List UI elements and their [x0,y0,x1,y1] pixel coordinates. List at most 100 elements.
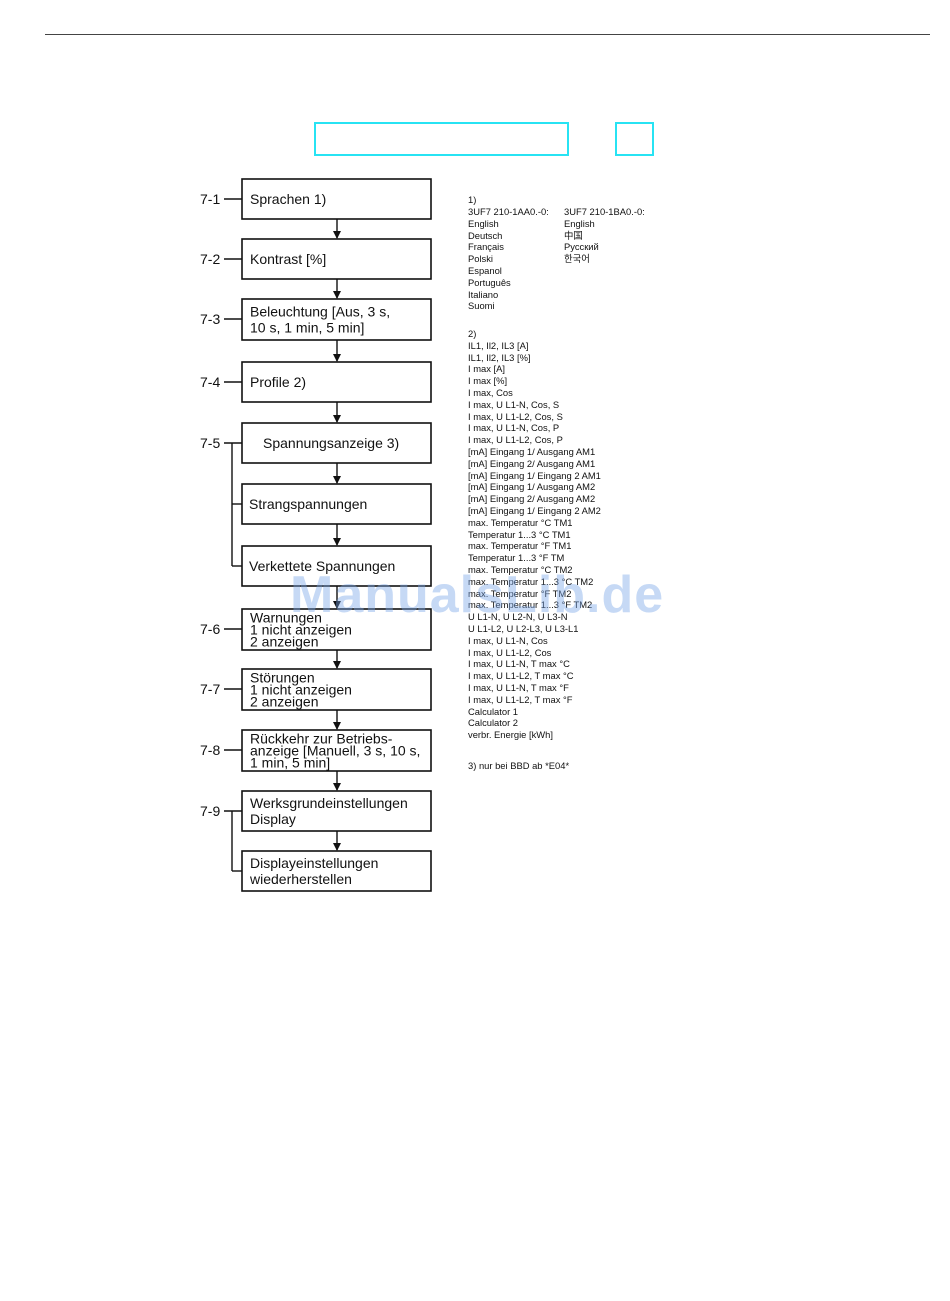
footnote-3-text: 3) nur bei BBD ab *E04* [468,760,570,771]
menu-step-text: Verkettete Spannungen [249,558,395,574]
menu-step-text: 2 anzeigen [250,634,319,650]
menu-step-box [241,298,432,341]
menu-step-text: Kontrast [%] [250,251,326,267]
language-item: 中国 [564,229,583,241]
profile-item: max. Temperatur °C TM2 [468,563,573,575]
menu-step-7: Verkettete Spannungen [241,545,432,587]
language-item: English [468,217,499,229]
language-item: Italiano [468,288,499,300]
menu-step-box [241,668,432,711]
menu-step-text: Spannungsanzeige 3) [263,435,399,451]
language-list-header: 3UF7 210-1BA0.-0: [564,206,645,217]
language-item: Русский [564,241,599,253]
menu-step-text: Rückkehr zur Betriebs- [250,730,393,746]
menu-step-text: Display [250,811,296,827]
menu-step-5: Spannungsanzeige 3) [241,422,432,464]
menu-step-text: Strangspannungen [249,496,367,512]
menu-step-box [241,238,432,280]
menu-step-text: Werksgrundeinstellungen [250,795,408,811]
menu-step-text: wiederherstellen [249,871,352,887]
menu-step-box [241,178,432,220]
step-number-label: 7-4 [200,374,220,390]
profile-item: I max [A] [468,363,505,375]
menu-step-text: 1 nicht anzeigen [250,622,352,638]
menu-step-text: 2 anzeigen [250,694,319,710]
profile-item: I max, U L1-N, Cos, P [468,422,560,434]
language-item: Português [468,276,511,288]
profile-item: I max, U L1-N, Cos [468,634,548,646]
footnote-1: 1) [468,194,476,206]
profile-item: I max, U L1-L2, T max °C [468,670,574,682]
language-item: Deutsch [468,229,503,241]
profile-item: verbr. Energie [kWh] [468,729,553,741]
menu-step-text: Beleuchtung [Aus, 3 s, [250,304,390,320]
language-item: Français [468,241,504,253]
language-list-header: 3UF7 210-1AA0.-0: [468,206,549,217]
profile-item: Calculator 1 [468,705,519,717]
profile-item: I max, U L1-N, Cos, S [468,398,560,410]
menu-step-box [241,729,432,772]
menu-step-text: Displayeinstellungen [250,855,378,871]
menu-step-6: Strangspannungen [241,483,432,525]
menu-step-text: Störungen [250,669,315,685]
footnote-2: 2) IL1, Il2, IL3 [A]IL1, Il2, IL3 [%]I m… [468,328,601,741]
menu-step-box [241,850,432,892]
profile-item: [mA] Eingang 2/ Ausgang AM1 [468,457,596,469]
menu-step-text: anzeige [Manuell, 3 s, 10 s, [250,743,420,759]
profile-item: [mA] Eingang 1/ Ausgang AM1 [468,445,596,457]
language-item: English [564,217,595,229]
menu-step-text: 1 nicht anzeigen [250,682,352,698]
profile-item: [mA] Eingang 1/ Eingang 2 AM2 [468,504,601,516]
menu-step-box [241,790,432,832]
profile-item: IL1, Il2, IL3 [A] [468,339,529,351]
profile-item: I max [%] [468,375,508,387]
header-rule [45,34,930,35]
menu-step-box [241,422,432,464]
highlight-box-small [615,122,654,156]
menu-step-text: Sprachen 1) [250,191,326,207]
profile-item: IL1, Il2, IL3 [%] [468,351,531,363]
footnote-1-marker: 1) [468,194,477,205]
language-item: Polski [468,253,494,265]
step-number-label: 7-6 [200,621,220,637]
language-item: 한국어 [564,253,590,265]
menu-step-box [241,483,432,525]
profile-item: Temperatur 1...3 °F TM [468,552,565,564]
step-number-label: 7-3 [200,311,220,327]
step-number-label: 7-2 [200,251,220,267]
profile-item: [mA] Eingang 1/ Ausgang AM2 [468,481,596,493]
profile-item: max. Temperatur °F TM2 [468,587,572,599]
profile-item: I max, U L1-L2, Cos, P [468,434,563,446]
menu-step-text: Warnungen [250,609,322,625]
profile-item: max. Temperatur 1...3 °C TM2 [468,575,594,587]
profile-item: I max, Cos [468,386,513,398]
menu-step-4: Profile 2) [241,361,432,403]
menu-step-box [241,361,432,403]
profile-item: I max, U L1-L2, T max °F [468,693,573,705]
profile-item: I max, U L1-L2, Cos [468,646,552,658]
menu-step-box [241,608,432,651]
profile-item: U L1-L2, U L2-L3, U L3-L1 [468,622,579,634]
profile-item: [mA] Eingang 1/ Eingang 2 AM1 [468,469,601,481]
menu-step-2: Kontrast [%] [241,238,432,280]
footnote-2-marker: 2) [468,328,477,339]
step-number-label: 7-5 [200,435,220,451]
menu-step-3: Beleuchtung [Aus, 3 s,10 s, 1 min, 5 min… [241,298,432,341]
profile-item: I max, U L1-N, T max °F [468,681,569,693]
profile-item: I max, U L1-N, T max °C [468,658,570,670]
profile-item: [mA] Eingang 2/ Ausgang AM2 [468,493,596,505]
step-number-label: 7-8 [200,742,220,758]
language-item: Espanol [468,264,502,276]
profile-item: max. Temperatur 1...3 °F TM2 [468,599,593,611]
step-number-label: 7-1 [200,191,220,207]
menu-step-10: Rückkehr zur Betriebs-anzeige [Manuell, … [241,729,432,772]
profile-item: max. Temperatur °C TM1 [468,516,573,528]
profile-item: max. Temperatur °F TM1 [468,540,572,552]
